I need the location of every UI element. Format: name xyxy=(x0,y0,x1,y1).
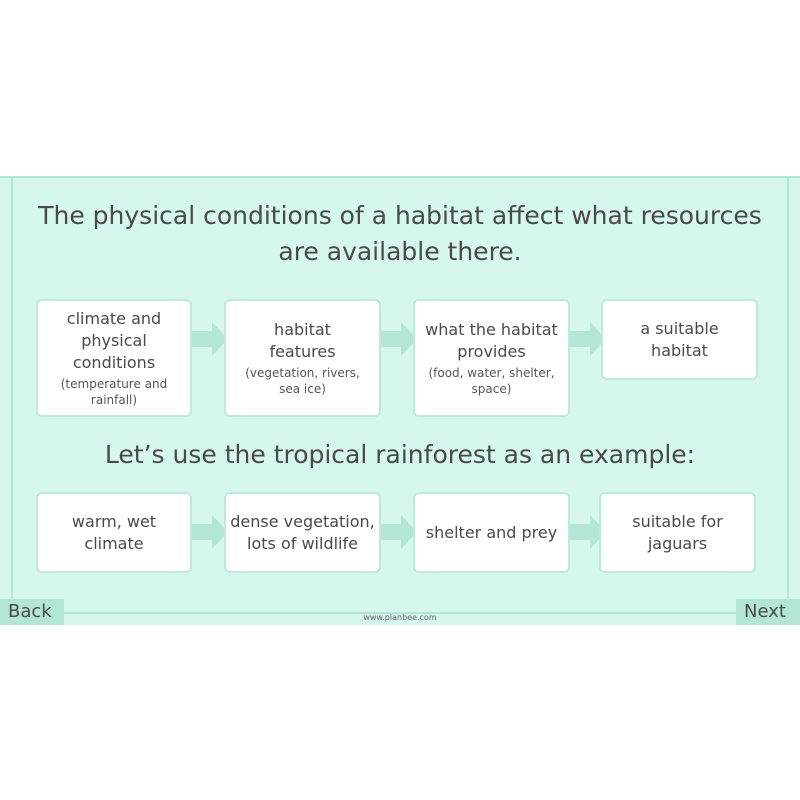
frame-top-border xyxy=(0,176,800,178)
arrow-right-icon xyxy=(192,515,228,549)
flow-box-main-text: what the habitat provides xyxy=(425,320,558,361)
next-button[interactable]: Next xyxy=(736,599,800,625)
flow-box-climate: climate and physical conditions (tempera… xyxy=(36,299,192,417)
arrow-right-icon xyxy=(570,515,606,549)
example-box-text: shelter and prey xyxy=(425,522,558,542)
flow-box-main-text: a suitable habitat xyxy=(640,318,719,360)
example-box-vegetation: dense vegetation, lots of wildlife xyxy=(224,492,381,573)
flow-box-sub-text: (food, water, shelter, space) xyxy=(428,366,555,396)
flow-box-sub-text: (vegetation, rivers, sea ice) xyxy=(245,366,360,396)
flow-box-suitable-habitat: a suitable habitat xyxy=(601,299,758,380)
back-button[interactable]: Back xyxy=(0,599,64,625)
example-box-text: dense vegetation, lots of wildlife xyxy=(230,511,375,553)
flow-box-main-text: habitat features xyxy=(269,320,336,361)
arrow-right-icon xyxy=(570,322,606,356)
example-box-climate: warm, wet climate xyxy=(36,492,192,573)
arrow-right-icon xyxy=(381,515,417,549)
example-box-text: suitable for jaguars xyxy=(632,511,723,553)
example-box-shelter: shelter and prey xyxy=(413,492,570,573)
flow-box-sub-text: (temperature and rainfall) xyxy=(60,377,168,407)
footer-url: www.planbee.com xyxy=(363,613,437,622)
example-heading: Let’s use the tropical rainforest as an … xyxy=(104,440,696,469)
flow-box-habitat-provides: what the habitat provides (food, water, … xyxy=(413,299,570,417)
flow-box-habitat-features: habitat features (vegetation, rivers, se… xyxy=(224,299,381,417)
example-box-text: warm, wet climate xyxy=(71,511,157,553)
slide-heading: The physical conditions of a habitat aff… xyxy=(38,201,762,266)
flow-box-main-text: climate and physical conditions xyxy=(66,309,162,372)
arrow-right-icon xyxy=(381,322,417,356)
example-box-jaguars: suitable for jaguars xyxy=(599,492,756,573)
footer-divider xyxy=(64,612,734,614)
arrow-right-icon xyxy=(192,322,228,356)
